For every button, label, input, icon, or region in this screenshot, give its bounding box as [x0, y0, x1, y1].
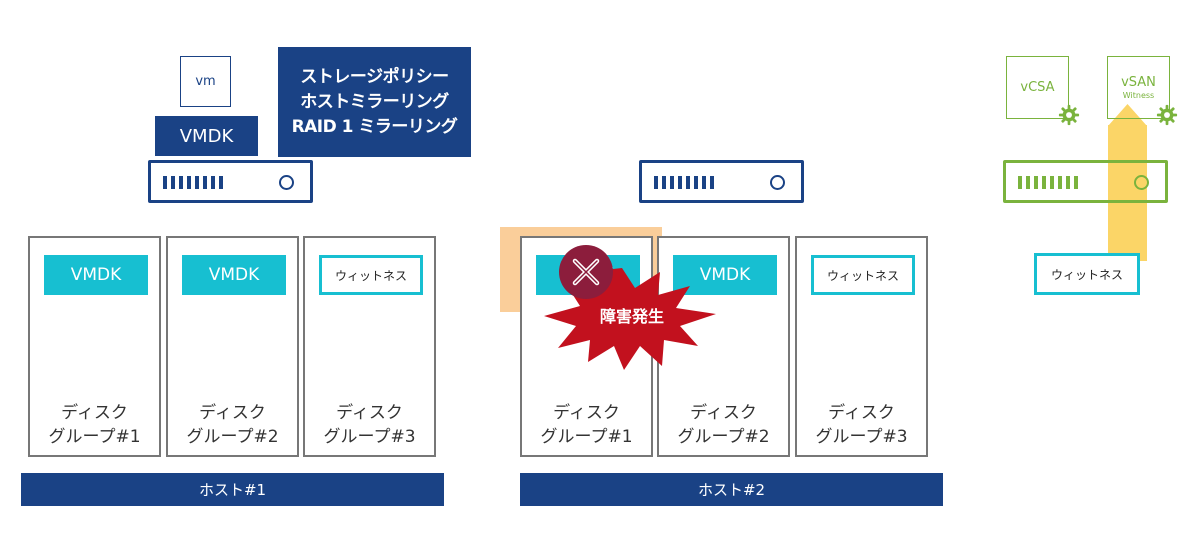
vmdk-capacity: VMDK: [673, 255, 777, 295]
vmdk-capacity: VMDK: [182, 255, 286, 295]
server-led-icon: [1134, 175, 1149, 190]
disk-group-label: ディスク グループ#3: [323, 403, 416, 447]
vcsa-label: vCSA: [1020, 80, 1055, 95]
disk-group-label: ディスク グループ#1: [48, 403, 141, 447]
disk-group-label: ディスク グループ#3: [815, 403, 908, 447]
disk-group-label: ディスク グループ#2: [677, 403, 770, 447]
close-icon: [559, 245, 613, 299]
disk-group-host1-3: ウィットネス ディスク グループ#3: [303, 236, 436, 457]
vmdk-box-top: VMDK: [155, 116, 258, 156]
storage-policy-box: ストレージポリシー ホストミラーリング RAID 1 ミラーリング: [278, 47, 471, 157]
host-label: ホスト#2: [697, 481, 766, 499]
witness-capacity: ウィットネス: [811, 255, 915, 295]
witness-capacity-host: ウィットネス: [1034, 253, 1140, 295]
policy-line-3: RAID 1 ミラーリング: [291, 116, 458, 137]
server-bars-icon: [654, 176, 714, 189]
host-label: ホスト#1: [198, 481, 267, 499]
gear-icon: [1058, 104, 1080, 126]
server-icon-witness: [1003, 160, 1168, 203]
disk-group-host1-1: VMDK ディスク グループ#1: [28, 236, 161, 457]
witness-capacity: ウィットネス: [319, 255, 423, 295]
host-bar-1: ホスト#1: [21, 473, 444, 506]
vsan-witness-box: vSAN Witness: [1107, 56, 1170, 119]
up-arrow-icon: [1108, 104, 1147, 126]
disk-group-host2-2: VMDK ディスク グループ#2: [657, 236, 790, 457]
gear-icon: [1156, 104, 1178, 126]
vcsa-box: vCSA: [1006, 56, 1069, 119]
vmdk-capacity: VMDK: [44, 255, 148, 295]
server-bars-icon: [163, 176, 223, 189]
vm-label: vm: [195, 74, 216, 89]
server-icon-host1: [148, 160, 313, 203]
up-arrow-icon-shaft: [1108, 125, 1147, 261]
vmdk-top-label: VMDK: [179, 125, 234, 147]
disk-group-host1-2: VMDK ディスク グループ#2: [166, 236, 299, 457]
server-led-icon: [279, 175, 294, 190]
disk-group-label: ディスク グループ#2: [186, 403, 279, 447]
policy-line-1: ストレージポリシー: [300, 66, 449, 87]
policy-line-2: ホストミラーリング: [300, 91, 449, 112]
server-led-icon: [770, 175, 785, 190]
server-icon-host2: [639, 160, 804, 203]
host-bar-2: ホスト#2: [520, 473, 943, 506]
server-bars-icon: [1018, 176, 1078, 189]
disk-group-label: ディスク グループ#1: [540, 403, 633, 447]
witness-sub-label: Witness: [1122, 91, 1155, 100]
failure-label: 障害発生: [599, 307, 664, 326]
vsan-label: vSAN: [1121, 75, 1156, 90]
vm-icon-box: vm: [180, 56, 231, 107]
disk-group-host2-3: ウィットネス ディスク グループ#3: [795, 236, 928, 457]
